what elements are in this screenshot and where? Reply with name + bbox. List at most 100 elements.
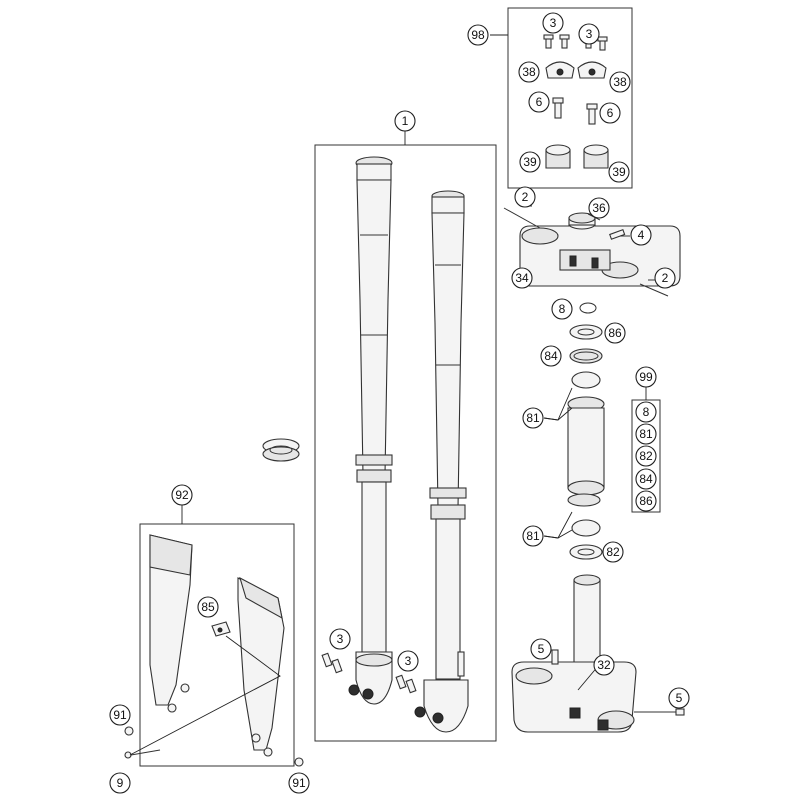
callout-34: 34 [511, 267, 533, 289]
svg-text:84: 84 [544, 349, 558, 363]
svg-text:2: 2 [662, 271, 669, 285]
svg-text:36: 36 [592, 201, 606, 215]
bolt-part-4 [609, 229, 626, 240]
callout-8: 8 [551, 298, 573, 320]
fork-guard-left [149, 534, 193, 713]
svg-text:5: 5 [676, 691, 683, 705]
callout-4: 4 [630, 224, 652, 246]
svg-text:81: 81 [526, 411, 540, 425]
svg-text:81: 81 [526, 529, 540, 543]
callout-39: 39 [608, 161, 630, 183]
guard-screws [124, 726, 304, 767]
callout-6: 6 [528, 91, 550, 113]
kit-item-86: 86 [635, 490, 657, 512]
svg-text:8: 8 [643, 405, 650, 419]
callout-36: 36 [588, 197, 610, 219]
svg-text:39: 39 [612, 165, 626, 179]
handlebar-riser-part-39 [545, 144, 609, 169]
callout-85: 85 [197, 596, 219, 618]
kit-item-84: 84 [635, 468, 657, 490]
svg-text:3: 3 [337, 632, 344, 646]
callout-82: 82 [602, 541, 624, 563]
steering-tube [567, 407, 605, 496]
callout-6: 6 [599, 102, 621, 124]
kit-item-8: 8 [635, 401, 657, 423]
kit-item-81: 81 [635, 423, 657, 445]
group-box-98 [507, 7, 633, 189]
steering-nut-part-36 [568, 212, 596, 230]
svg-text:9: 9 [117, 776, 124, 790]
bearing-part-81-top [567, 371, 605, 412]
callout-91: 91 [288, 772, 310, 794]
callout-3: 3 [329, 628, 351, 650]
svg-text:91: 91 [113, 708, 127, 722]
bolt-part-5-horizontal [675, 708, 685, 716]
o-ring-part-8 [579, 302, 597, 314]
svg-text:81: 81 [639, 427, 653, 441]
svg-text:8: 8 [559, 302, 566, 316]
bearing-part-81-bottom [567, 493, 601, 537]
callout-39: 39 [519, 151, 541, 173]
svg-text:85: 85 [201, 600, 215, 614]
lower-triple-clamp-part-32 [511, 574, 637, 733]
svg-text:2: 2 [522, 190, 529, 204]
svg-text:39: 39 [523, 155, 537, 169]
svg-text:38: 38 [522, 65, 536, 79]
seal-part-86 [569, 324, 603, 340]
callout-2: 2 [654, 267, 676, 289]
callout-5: 5 [530, 638, 552, 660]
svg-text:92: 92 [175, 488, 189, 502]
clamp-cap-part-38 [545, 61, 607, 79]
svg-text:86: 86 [639, 494, 653, 508]
callout-81: 81 [522, 525, 544, 547]
fork-guard-right [237, 576, 285, 757]
fork-clamp-bolts-part-3 [321, 652, 417, 694]
bolt-part-5-vertical [551, 649, 559, 665]
callout-99: 99 [635, 366, 657, 388]
svg-text:99: 99 [639, 370, 653, 384]
svg-text:98: 98 [471, 28, 485, 42]
callout-38: 38 [518, 61, 540, 83]
callout-3: 3 [542, 12, 564, 34]
callout-3: 3 [578, 23, 600, 45]
callout-38: 38 [609, 71, 631, 93]
callout-92: 92 [171, 484, 193, 506]
svg-text:4: 4 [638, 228, 645, 242]
callout-98: 98 [467, 24, 489, 46]
callout-91: 91 [109, 704, 131, 726]
svg-text:6: 6 [607, 106, 614, 120]
svg-text:91: 91 [292, 776, 306, 790]
svg-text:1: 1 [402, 114, 409, 128]
svg-text:3: 3 [586, 27, 593, 41]
svg-text:34: 34 [515, 271, 529, 285]
fork-seal-ring [262, 438, 300, 462]
callout-3: 3 [397, 650, 419, 672]
callout-1: 1 [394, 110, 416, 132]
callout-9: 9 [109, 772, 131, 794]
kit-item-82: 82 [635, 445, 657, 467]
fork-leg-right [414, 190, 469, 733]
callout-2: 2 [514, 186, 536, 208]
svg-text:38: 38 [613, 75, 627, 89]
seal-part-82 [569, 544, 603, 560]
svg-text:82: 82 [606, 545, 620, 559]
fork-leg-left [348, 156, 393, 705]
group-box-92 [139, 523, 295, 767]
group-box-1 [314, 144, 497, 742]
guard-bracket-part-85 [211, 621, 231, 637]
svg-text:3: 3 [405, 654, 412, 668]
bearing-cup-part-84 [569, 348, 603, 364]
bolt-part-6-set [552, 97, 598, 125]
svg-text:5: 5 [538, 642, 545, 656]
svg-text:32: 32 [597, 658, 611, 672]
callout-81: 81 [522, 407, 544, 429]
svg-text:82: 82 [639, 449, 653, 463]
callout-86: 86 [604, 322, 626, 344]
svg-text:86: 86 [608, 326, 622, 340]
callout-84: 84 [540, 345, 562, 367]
svg-text:3: 3 [550, 16, 557, 30]
callout-32: 32 [593, 654, 615, 676]
svg-text:84: 84 [639, 472, 653, 486]
svg-text:6: 6 [536, 95, 543, 109]
